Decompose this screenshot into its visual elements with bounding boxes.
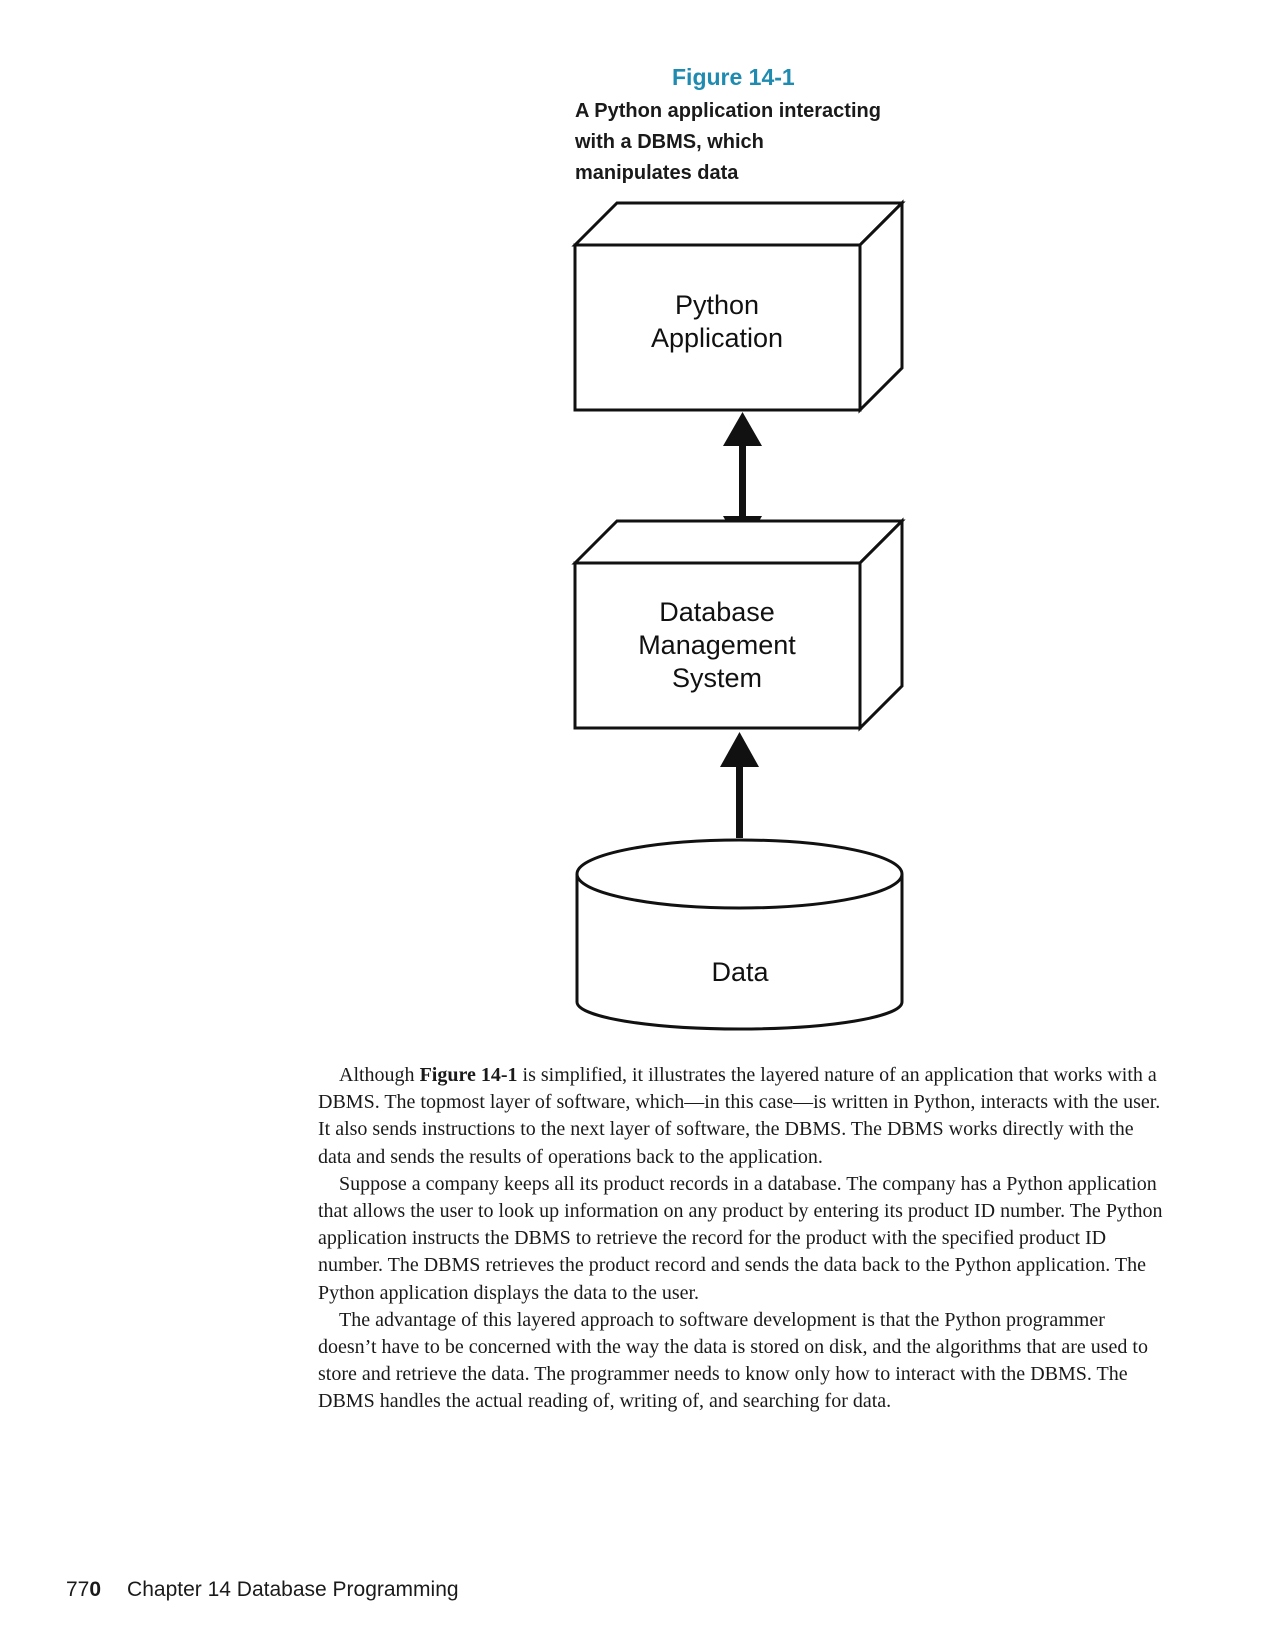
python-application-label: Python [675, 290, 759, 320]
page-footer: 770 Chapter 14 Database Programming [66, 1578, 459, 1602]
dbms-label: System [672, 663, 762, 693]
paragraph: Although Figure 14-1 is simplified, it i… [318, 1062, 1163, 1171]
paragraph-text: is simplified, it illustrates the layere… [318, 1064, 1161, 1168]
dbms-label: Database [659, 597, 775, 627]
python-application-box [571, 199, 906, 414]
page-number: 770 [66, 1578, 101, 1601]
page-number-prefix: 77 [66, 1578, 90, 1601]
figure-caption-line: manipulates data [575, 162, 739, 184]
figure-reference: Figure 14-1 [419, 1064, 518, 1086]
page-number-last-digit: 0 [89, 1578, 102, 1601]
python-application-label: Application [651, 323, 783, 353]
figure-caption: A Python application interacting with a … [575, 96, 915, 189]
dbms-box [571, 517, 906, 732]
figure-caption-line: A Python application interacting [575, 100, 881, 122]
body-text: Although Figure 14-1 is simplified, it i… [318, 1062, 1163, 1416]
data-cylinder [575, 838, 904, 1031]
figure-number: Figure 14-1 [672, 64, 795, 90]
dbms-label: Management [638, 630, 796, 660]
paragraph: The advantage of this layered approach t… [318, 1308, 1148, 1413]
chapter-title: Chapter 14 Database Programming [127, 1578, 459, 1601]
data-label: Data [711, 957, 769, 987]
figure-caption-line: with a DBMS, which [575, 131, 764, 153]
layered-architecture-diagram: Python Application Database Management S… [571, 199, 906, 1031]
paragraph-text: Although [339, 1064, 420, 1086]
paragraph: Suppose a company keeps all its product … [318, 1172, 1163, 1304]
